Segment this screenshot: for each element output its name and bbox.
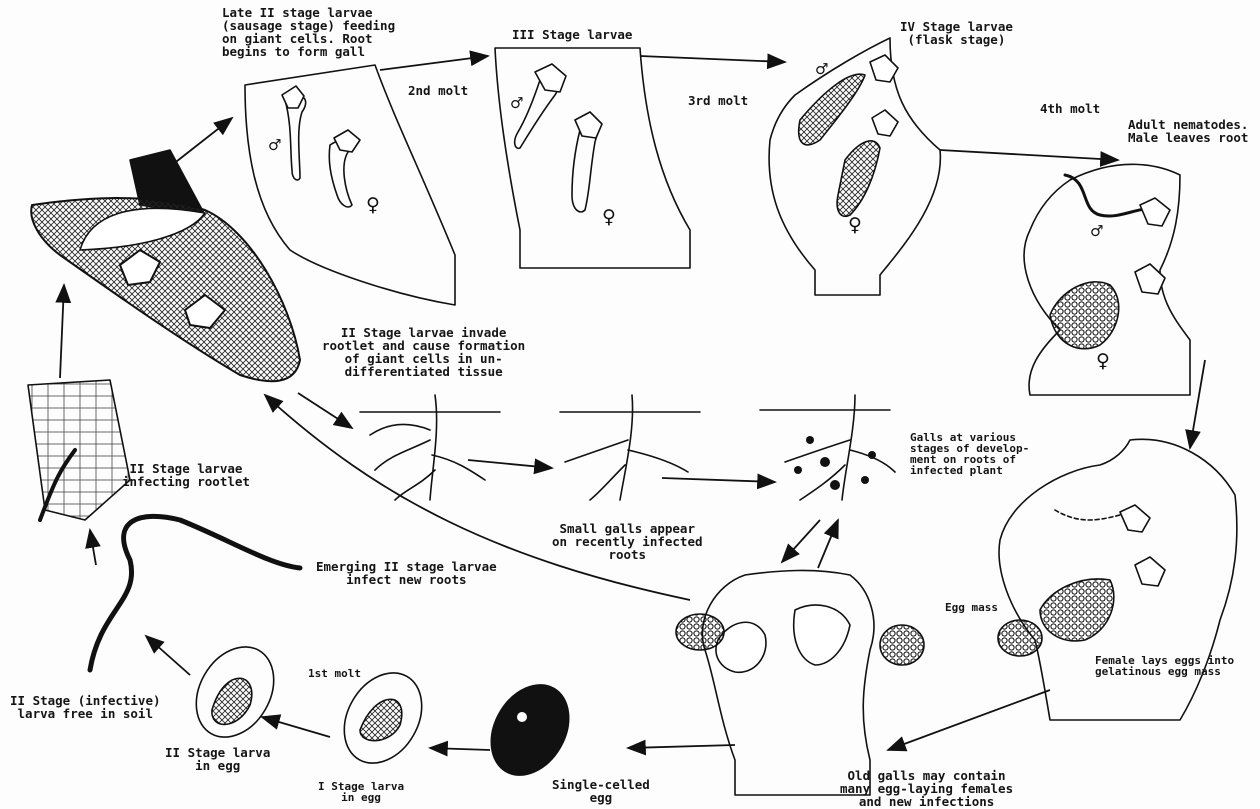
- infected-rootlet: [28, 380, 130, 520]
- female-symbol: ♀: [602, 208, 616, 227]
- label-egg-mass: Egg mass: [945, 602, 998, 613]
- label-adults: Adult nematodes. Male leaves root: [1128, 118, 1248, 144]
- label-emerging: Emerging II stage larvae infect new root…: [316, 560, 497, 586]
- male-symbol: ♂: [1090, 224, 1103, 239]
- label-first-molt: 1st molt: [308, 668, 361, 679]
- label-third-molt: 3rd molt: [688, 94, 748, 107]
- label-fourth-stage: IV Stage larvae (flask stage): [900, 20, 1013, 46]
- female-symbol: ♀: [1096, 352, 1110, 371]
- label-third-stage: III Stage larvae: [512, 28, 632, 41]
- label-first-stage-egg: I Stage larva in egg: [318, 781, 404, 803]
- infected-root-systems: [360, 395, 895, 500]
- female-symbol: ♀: [366, 196, 380, 215]
- single-celled-egg: [476, 671, 585, 789]
- label-single-celled-egg: Single-celled egg: [552, 778, 650, 804]
- label-second-molt: 2nd molt: [408, 84, 468, 97]
- label-second-stage-egg: II Stage larva in egg: [165, 746, 270, 772]
- label-invade: II Stage larvae invade rootlet and cause…: [322, 326, 525, 378]
- larva-free-in-soil: [90, 516, 300, 670]
- male-symbol: ♂: [815, 62, 828, 77]
- label-galls-various: Galls at various stages of develop- ment…: [910, 432, 1029, 476]
- panel-old-galls: [702, 570, 874, 795]
- label-old-galls: Old galls may contain many egg-laying fe…: [840, 769, 1013, 808]
- panel-sausage-stage: [245, 65, 455, 305]
- label-infecting-rootlet: II Stage larvae infecting rootlet: [122, 462, 250, 488]
- male-symbol: ♂: [268, 138, 281, 153]
- root-tip-illustration: [31, 150, 300, 381]
- label-late-second-stage: Late II stage larvae (sausage stage) fee…: [222, 6, 395, 58]
- female-symbol: ♀: [848, 216, 862, 235]
- label-free-in-soil: II Stage (infective) larva free in soil: [10, 694, 161, 720]
- male-symbol: ♂: [510, 96, 523, 111]
- label-fourth-molt: 4th molt: [1040, 102, 1100, 115]
- label-small-galls: Small galls appear on recently infected …: [552, 522, 703, 561]
- label-female-lays: Female lays eggs into gelatinous egg mas…: [1095, 655, 1234, 677]
